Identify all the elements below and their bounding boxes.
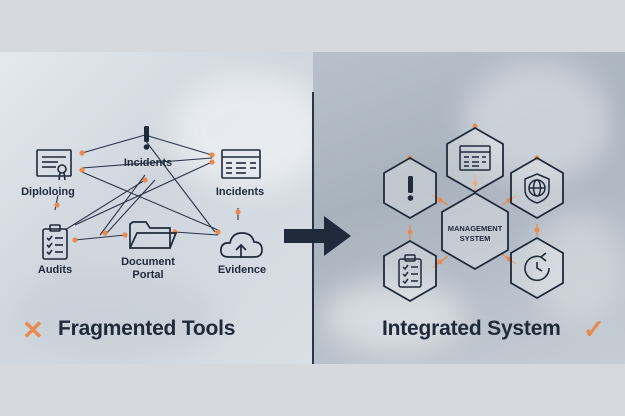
document-portal-label: Document Portal (112, 256, 184, 282)
check-mark-icon: ✓ (583, 316, 605, 342)
transition-arrow (284, 216, 351, 256)
integrated-system-title: Integrated System (382, 317, 561, 341)
clipboard-icon (43, 225, 67, 259)
x-mark-icon: ✕ (22, 317, 44, 343)
exclamation-icon (144, 126, 150, 150)
evidence-label: Evidence (210, 264, 274, 277)
folder-icon (130, 222, 176, 248)
cloud-upload-icon (221, 233, 262, 258)
incidents-top-label: Incidents (118, 157, 178, 170)
fragmented-tools-title: Fragmented Tools (58, 317, 235, 341)
hexagons (384, 128, 563, 301)
exclamation-icon (408, 176, 414, 201)
audits-label: Audits (25, 264, 85, 277)
dashboard-icon (222, 150, 260, 178)
incidents-right-label: Incidents (210, 186, 270, 199)
diploma-label: Diploloing (14, 186, 82, 199)
diploma-icon (37, 150, 71, 180)
management-system-label: MANAGEMENT SYSTEM (442, 224, 508, 244)
